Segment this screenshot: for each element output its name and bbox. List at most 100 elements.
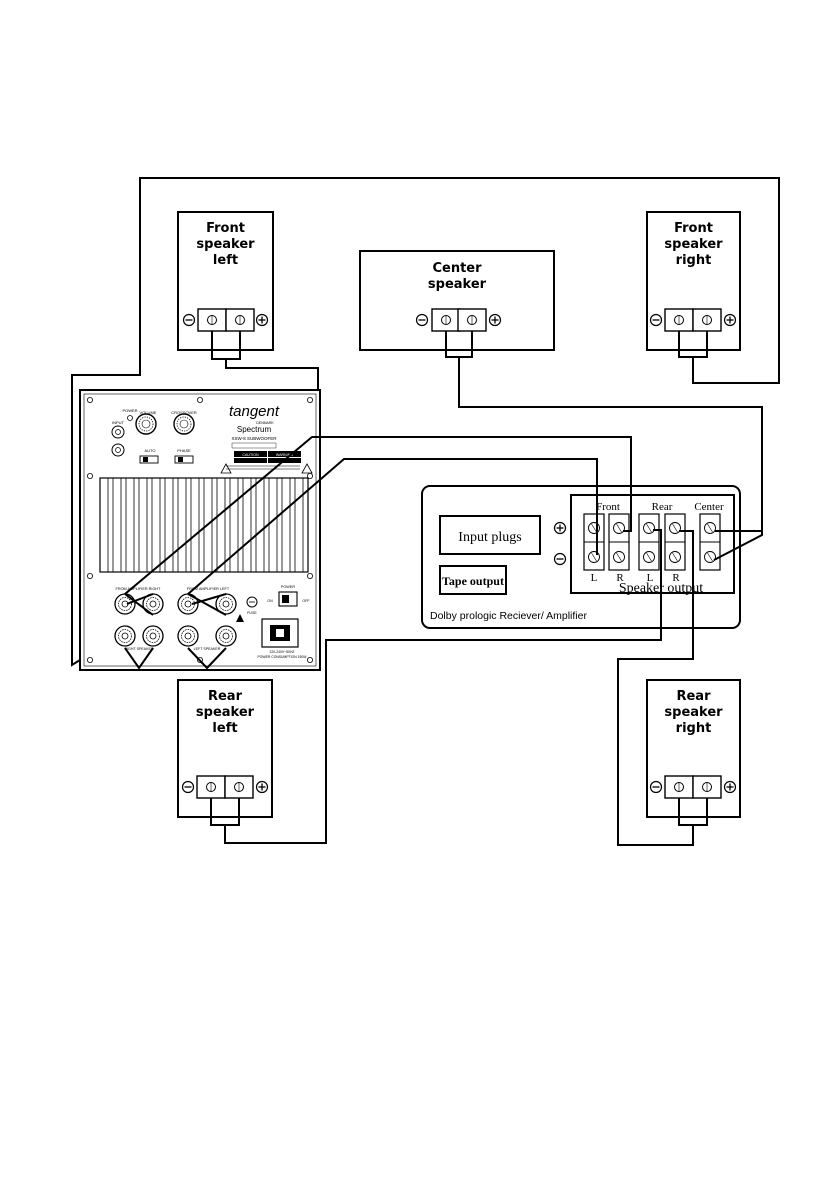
input-plugs-box (439, 515, 541, 555)
plus-icon (723, 313, 737, 327)
sub-in-right-neg (114, 593, 136, 615)
warning-triangle-icon (220, 463, 232, 474)
rear-right-label-3: right (676, 721, 712, 736)
plus-icon (553, 521, 567, 535)
rear-r-label: R (672, 572, 680, 584)
sub-crossover-label: CROSSOVER (171, 410, 197, 415)
front-right-speaker: Front speaker right (646, 211, 741, 351)
volume-knob[interactable] (135, 413, 157, 435)
front-left-label-3: left (213, 253, 238, 268)
to-left-label: LEFT SPEAKER (194, 647, 221, 651)
sub-power-switch-label: POWER (281, 585, 296, 589)
front-right-terminal-pos (692, 308, 722, 332)
model-name: Spectrum (237, 425, 272, 434)
rear-left-label-3: left (212, 721, 237, 736)
rear-output-label: Rear (652, 501, 673, 513)
rear-left-terminal-pos (224, 775, 254, 799)
center-label-2: speaker (428, 277, 487, 292)
minus-icon (181, 780, 195, 794)
minus-icon (415, 313, 429, 327)
warning-label: WARNING (276, 453, 293, 457)
front-left-label-2: speaker (196, 237, 255, 252)
model-sub: XSW-8 SUBWOOFER (232, 436, 278, 441)
lightning-warning-icon (236, 614, 244, 622)
minus-icon (649, 313, 663, 327)
rcv-center-pos (704, 522, 716, 534)
center-terminal-neg (431, 308, 461, 332)
rear-right-speaker: Rear speaker right (646, 679, 741, 818)
plus-icon (723, 780, 737, 794)
rcv-front-r-pos (613, 522, 625, 534)
rear-l-label: L (647, 572, 654, 584)
receiver-caption: Dolby prologic Reciever/ Amplifier (430, 610, 587, 622)
plus-icon (255, 313, 269, 327)
rcv-rear-r-neg (669, 551, 681, 563)
sub-auto-label: AUTO (144, 448, 155, 453)
rcv-front-r-neg (613, 551, 625, 563)
minus-icon (649, 780, 663, 794)
tangent-logo-sub: DENMARK (256, 421, 274, 425)
rcv-rear-l-neg (643, 551, 655, 563)
rear-left-label-2: speaker (196, 705, 255, 720)
sub-out-left-neg (177, 625, 199, 647)
front-left-label-1: Front (206, 221, 245, 236)
rcv-rear-r-pos (669, 522, 681, 534)
plus-icon (488, 313, 502, 327)
rcv-center-neg (704, 551, 716, 563)
center-label-1: Center (432, 261, 482, 276)
voltage-label: 220-240V~50HZ (270, 650, 295, 654)
power-led-icon (127, 415, 133, 421)
crossover-knob[interactable] (173, 413, 195, 435)
front-right-terminal-neg (664, 308, 694, 332)
input-jack-l-icon (111, 443, 125, 457)
sub-out-left-pos (215, 625, 237, 647)
input-plugs-label: Input plugs (458, 530, 521, 545)
rear-right-label-1: Rear (676, 689, 711, 704)
sub-phase-label: PHASE (177, 448, 191, 453)
front-right-label-1: Front (674, 221, 713, 236)
warning-triangle-icon (301, 463, 313, 474)
front-left-speaker: Front speaker left (177, 211, 274, 351)
rear-right-label-2: speaker (664, 705, 723, 720)
from-amp-left-label: FROM AMPLIFIER LEFT (187, 587, 230, 591)
consumption-label: POWER CONSUMPTION 150W (258, 655, 308, 659)
tape-output-box (439, 565, 507, 595)
to-right-label: RIGHT SPEAKER (124, 647, 153, 651)
rear-right-terminal-neg (664, 775, 694, 799)
front-right-label-2: speaker (664, 237, 723, 252)
sub-volume-label: VOLUME (140, 410, 157, 415)
front-left-terminal-neg (197, 308, 227, 332)
sub-off-label: OFF (302, 599, 310, 603)
front-r-label: R (616, 572, 624, 584)
sub-input-label: INPUT (112, 420, 125, 425)
center-speaker: Center speaker (359, 250, 555, 351)
auto-switch[interactable] (139, 455, 159, 464)
front-right-label-3: right (676, 253, 712, 268)
sub-out-right-neg (142, 625, 164, 647)
front-output-label: Front (596, 501, 620, 513)
minus-icon (182, 313, 196, 327)
sub-out-right-pos (114, 625, 136, 647)
tangent-logo: tangent (229, 403, 280, 420)
minus-icon (553, 552, 567, 566)
sub-power-label: POWER (122, 408, 137, 413)
rear-left-label-1: Rear (208, 689, 243, 704)
phase-switch[interactable] (174, 455, 194, 464)
rear-left-terminal-neg (196, 775, 226, 799)
caution-label: CAUTION (242, 453, 259, 457)
plus-icon (255, 780, 269, 794)
rear-left-speaker: Rear speaker left (177, 679, 273, 818)
input-jack-r-icon (111, 425, 125, 439)
center-output-label: Center (694, 501, 724, 513)
rear-right-terminal-pos (692, 775, 722, 799)
tape-output-label: Tape output (442, 574, 504, 588)
heatsink (99, 477, 309, 573)
wires (71, 177, 780, 846)
front-left-terminal-pos (225, 308, 255, 332)
from-amp-right-label: FROM AMPLIFIER RIGHT (116, 587, 162, 591)
sub-on-label: ON (267, 599, 273, 603)
front-l-label: L (591, 572, 598, 584)
center-terminal-pos (457, 308, 487, 332)
rcv-rear-l-pos (643, 522, 655, 534)
